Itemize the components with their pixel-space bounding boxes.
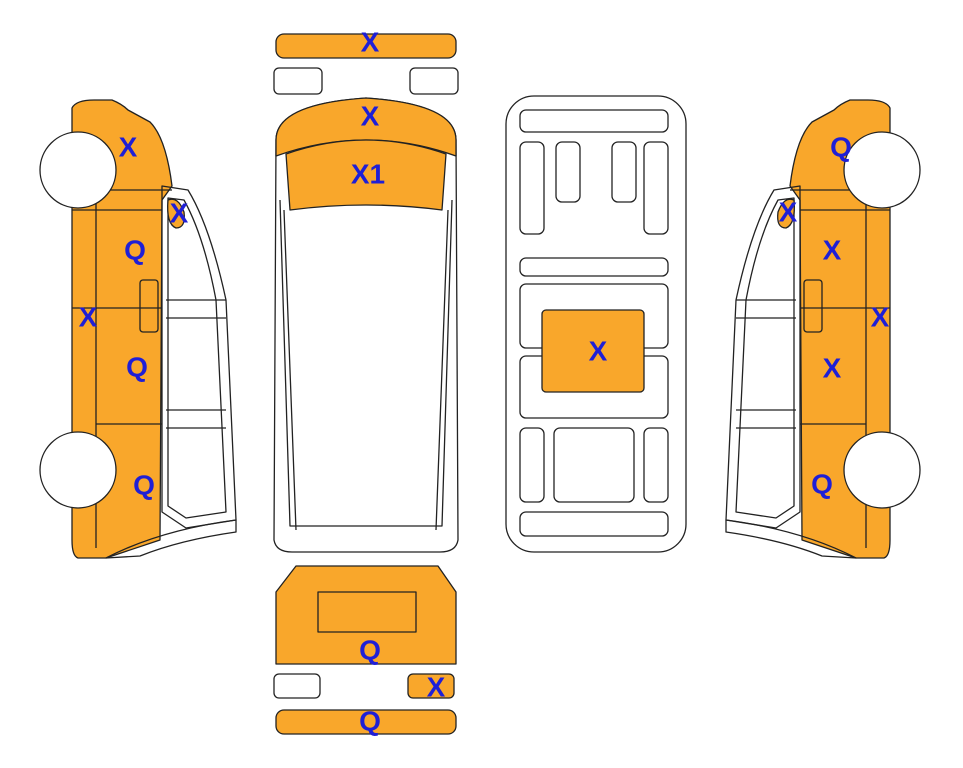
label-right-front-door: X	[823, 235, 842, 266]
rear-window	[317, 591, 417, 633]
label-bonnet-upper: X1	[351, 159, 385, 190]
rear-panel[interactable]	[275, 565, 457, 665]
left-mirror[interactable]	[167, 198, 185, 229]
label-right-rear-quarter: Q	[811, 469, 833, 500]
left-front-wheel	[39, 131, 117, 209]
label-left-front-door: Q	[124, 235, 146, 266]
label-right-a-pillar: X	[779, 197, 798, 228]
rear-view: Q X Q	[273, 565, 457, 737]
roof-panel[interactable]	[541, 309, 645, 393]
label-right-rear-door: X	[823, 353, 842, 384]
roof-view: X	[505, 95, 687, 553]
label-bonnet-lower: X	[361, 101, 380, 132]
roof-outline	[505, 95, 687, 553]
right-mirror[interactable]	[777, 198, 795, 229]
front-light-left	[273, 67, 323, 95]
front-light-right	[409, 67, 459, 95]
label-rear-bumper: Q	[359, 706, 381, 737]
left-rear-wheel	[39, 431, 117, 509]
front-bumper[interactable]	[275, 33, 457, 59]
right-front-wheel	[843, 131, 921, 209]
label-left-a-pillar: X	[170, 198, 189, 229]
rear-light-left	[273, 673, 321, 699]
label-right-front-wing: Q	[830, 132, 852, 163]
label-roof: X	[589, 336, 608, 367]
label-left-rear-quarter: Q	[133, 470, 155, 501]
left-side-view: X X Q X Q Q	[39, 99, 237, 559]
rear-bumper[interactable]	[275, 709, 457, 735]
label-rear-panel: Q	[359, 635, 381, 666]
right-rear-wheel	[843, 431, 921, 509]
label-front-bumper: X	[361, 27, 380, 58]
label-left-front-wing: X	[119, 132, 138, 163]
rear-light-right[interactable]	[407, 673, 455, 699]
right-door-handle	[803, 279, 823, 333]
label-right-sill: X	[871, 302, 890, 333]
bonnet-upper[interactable]	[285, 139, 447, 211]
front-view: X X X1	[273, 27, 459, 553]
label-left-sill: X	[79, 302, 98, 333]
left-door-handle	[139, 279, 159, 333]
right-side-view: Q X X X X Q	[725, 99, 921, 559]
label-left-rear-door: Q	[126, 352, 148, 383]
label-rear-light-right: X	[427, 672, 446, 703]
